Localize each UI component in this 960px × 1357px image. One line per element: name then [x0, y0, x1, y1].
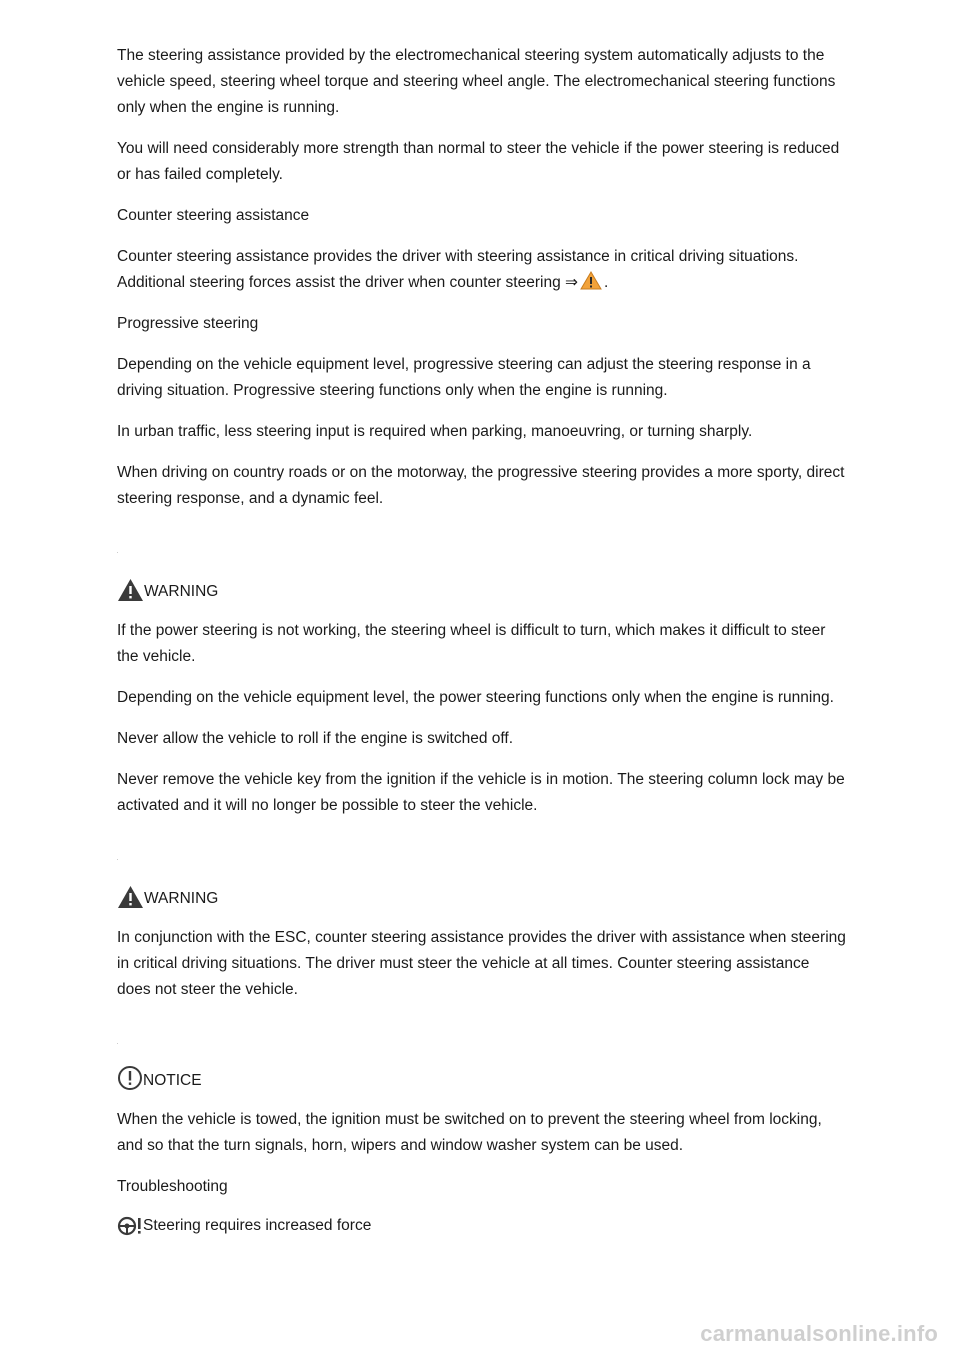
- warning-item: In conjunction with the ESC, counter ste…: [117, 929, 846, 998]
- warning-item: Never remove the vehicle key from the ig…: [117, 771, 845, 814]
- notice-heading: NOTICE: [117, 1061, 847, 1091]
- warning-heading: WARNING: [117, 572, 847, 602]
- notice-exclamation-icon: [118, 1066, 142, 1090]
- counter-steering-text: Counter steering assistance provides the…: [117, 248, 799, 291]
- progressive-paragraph: Depending on the vehicle equipment level…: [117, 356, 811, 399]
- notice-label: NOTICE: [143, 1072, 202, 1089]
- manual-page: The steering assistance provided by the …: [117, 43, 847, 1238]
- warning-triangle-icon: [118, 886, 143, 908]
- warning-label: WARNING: [144, 890, 219, 907]
- troubleshooting-item-label: Steering requires increased force: [143, 1217, 372, 1234]
- counter-steering-paragraph: Counter steering assistance provides the…: [117, 244, 847, 296]
- section-marker: [117, 1043, 118, 1044]
- section-marker: [117, 859, 118, 860]
- notice-item: When the vehicle is towed, the ignition …: [117, 1111, 822, 1154]
- counter-steering-heading: Counter steering assistance: [117, 207, 310, 224]
- warning-item: Depending on the vehicle equipment level…: [117, 689, 834, 706]
- warning-triangle-icon[interactable]: [580, 271, 602, 290]
- troubleshooting-item: Steering requires increased force: [117, 1214, 847, 1238]
- watermark: carmanualsonline.info: [700, 1321, 938, 1346]
- progressive-steering-heading: Progressive steering: [117, 315, 259, 332]
- warning-triangle-icon: [118, 579, 143, 601]
- troubleshooting-heading: Troubleshooting: [117, 1178, 228, 1195]
- strength-paragraph: You will need considerably more strength…: [117, 140, 840, 183]
- warning-heading: WARNING: [117, 879, 847, 909]
- country-roads-paragraph: When driving on country roads or on the …: [117, 464, 845, 507]
- section-marker: [117, 552, 118, 553]
- warning-item: Never allow the vehicle to roll if the e…: [117, 730, 514, 747]
- warning-item: If the power steering is not working, th…: [117, 622, 826, 665]
- counter-steering-end: .: [604, 274, 609, 291]
- steering-fault-icon: [117, 1216, 141, 1236]
- urban-traffic-paragraph: In urban traffic, less steering input is…: [117, 423, 753, 440]
- warning-label: WARNING: [144, 583, 219, 600]
- intro-paragraph: The steering assistance provided by the …: [117, 47, 836, 116]
